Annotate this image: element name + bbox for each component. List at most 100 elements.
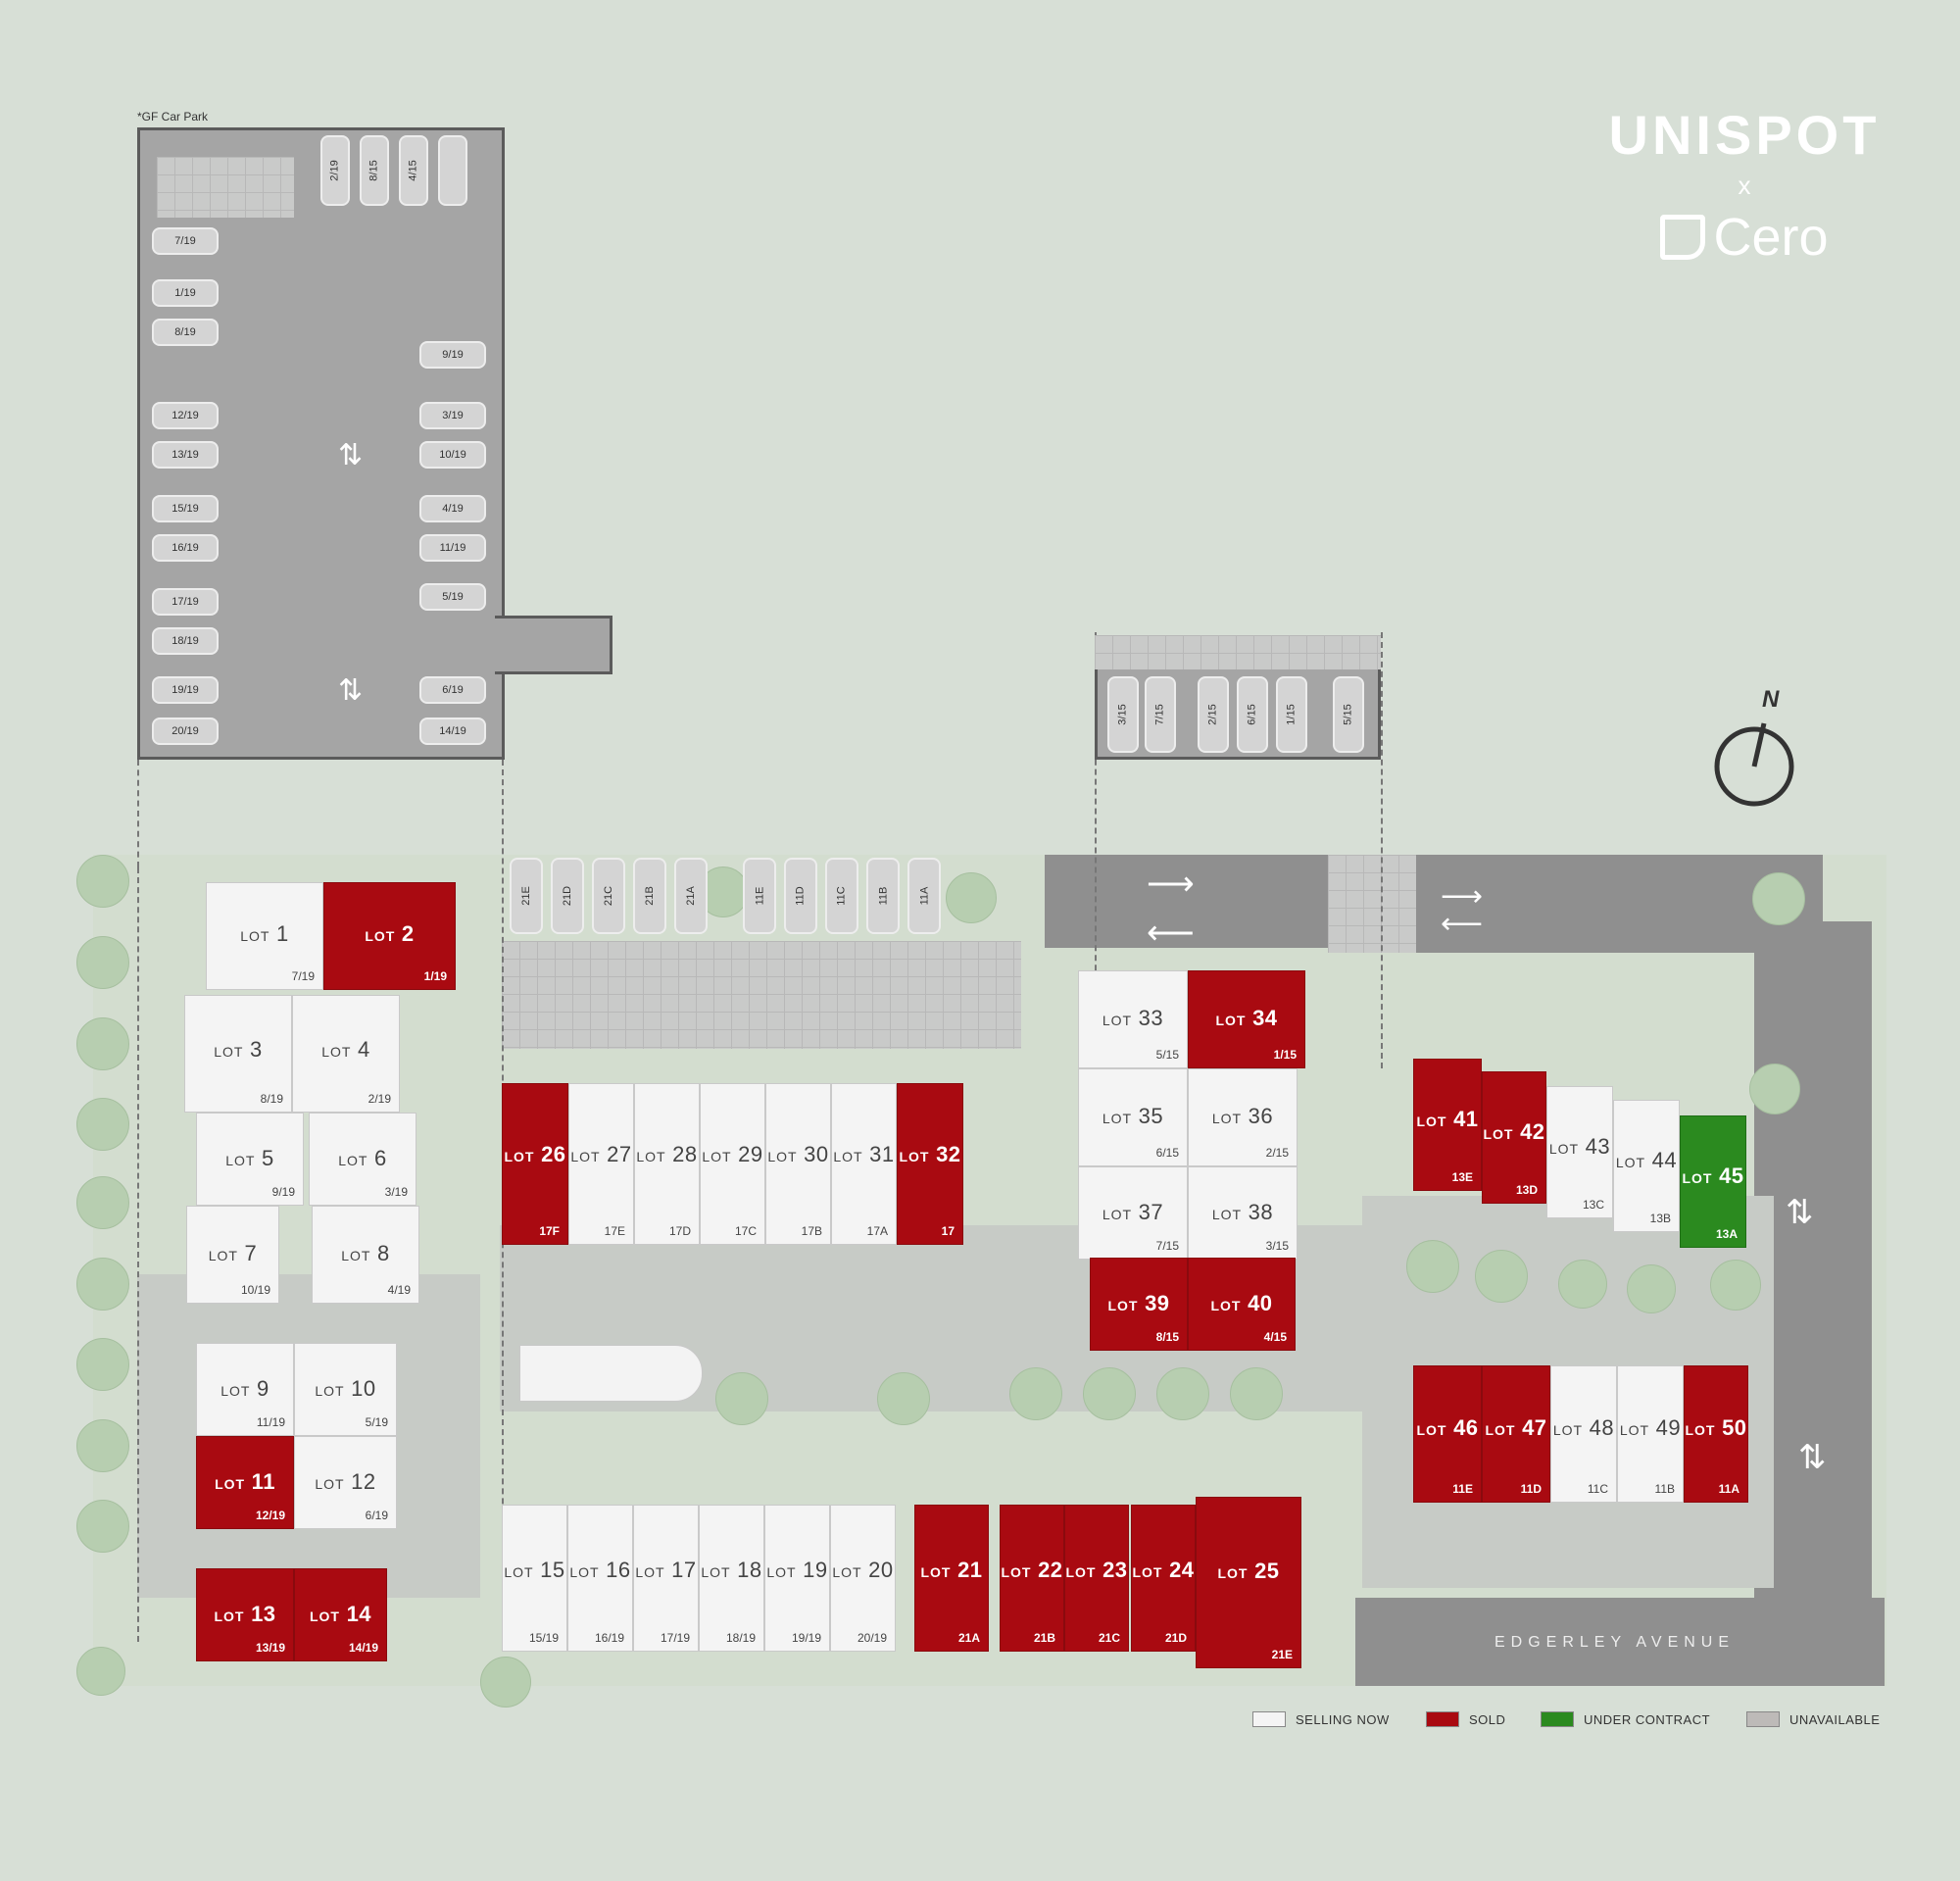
bay-label: 21A	[684, 886, 697, 906]
bay-label: 17/19	[172, 596, 199, 608]
lot-word: LOT	[504, 1148, 535, 1164]
bay-label: 4/15	[407, 160, 419, 181]
bay-label: 7/19	[174, 235, 196, 247]
east-carpark-roof	[1095, 635, 1381, 669]
lot-label: LOT 38	[1189, 1200, 1297, 1225]
parking-bay: 7/19	[152, 227, 219, 255]
lot-number: 23	[1096, 1558, 1128, 1583]
lot-number: 35	[1132, 1104, 1164, 1129]
bay-label: 11C	[836, 886, 848, 906]
lot-number: 24	[1162, 1558, 1195, 1583]
lot-code: 20/19	[857, 1631, 887, 1645]
lot-number: 11	[245, 1469, 275, 1495]
lot-word: LOT	[225, 1153, 256, 1169]
lot-label: LOT 16	[568, 1558, 632, 1583]
lot-word: LOT	[1211, 1111, 1243, 1127]
tree-icon	[76, 1258, 129, 1311]
lot-code: 11C	[1587, 1482, 1608, 1496]
bay-label: 3/19	[442, 410, 464, 421]
lot-word: LOT	[1416, 1113, 1447, 1129]
bay-label: 10/19	[439, 449, 466, 461]
lot-code: 16/19	[594, 1631, 624, 1645]
bay-label: 21E	[519, 886, 532, 906]
lot-word: LOT	[702, 1148, 732, 1164]
brand-cero-text: Cero	[1713, 208, 1829, 267]
lot-label: LOT 24	[1132, 1558, 1195, 1583]
lot-code: 17B	[801, 1224, 822, 1238]
tree-icon	[76, 936, 129, 989]
tree-icon	[76, 1419, 129, 1472]
parking-bay: 2/19	[320, 135, 350, 206]
lot-number: 13	[244, 1602, 276, 1627]
east-road-vertical	[1754, 921, 1872, 1686]
direction-arrow-icon: ⟵	[1147, 915, 1195, 952]
lot-number: 8	[370, 1241, 390, 1266]
lot-code: 7/15	[1155, 1239, 1179, 1253]
compass-north-label: N	[1762, 686, 1780, 713]
bay-label: 7/15	[1153, 704, 1166, 725]
lot-label: LOT 4	[293, 1037, 399, 1063]
lot-code: 17C	[734, 1224, 757, 1238]
lot-word: LOT	[899, 1148, 930, 1164]
legend-label: SOLD	[1469, 1711, 1506, 1727]
lot-number: 17	[664, 1558, 697, 1583]
lot-code: 13E	[1451, 1170, 1473, 1184]
parking-bay: 1/19	[152, 279, 219, 307]
parking-bay: 6/19	[419, 676, 486, 704]
lot-16[interactable]: LOT 16 16/19	[567, 1505, 633, 1652]
bay-label: 21D	[562, 885, 573, 907]
parking-bay: 21C	[592, 858, 625, 934]
lot-number: 49	[1649, 1414, 1682, 1440]
lot-word: LOT	[1210, 1298, 1242, 1314]
